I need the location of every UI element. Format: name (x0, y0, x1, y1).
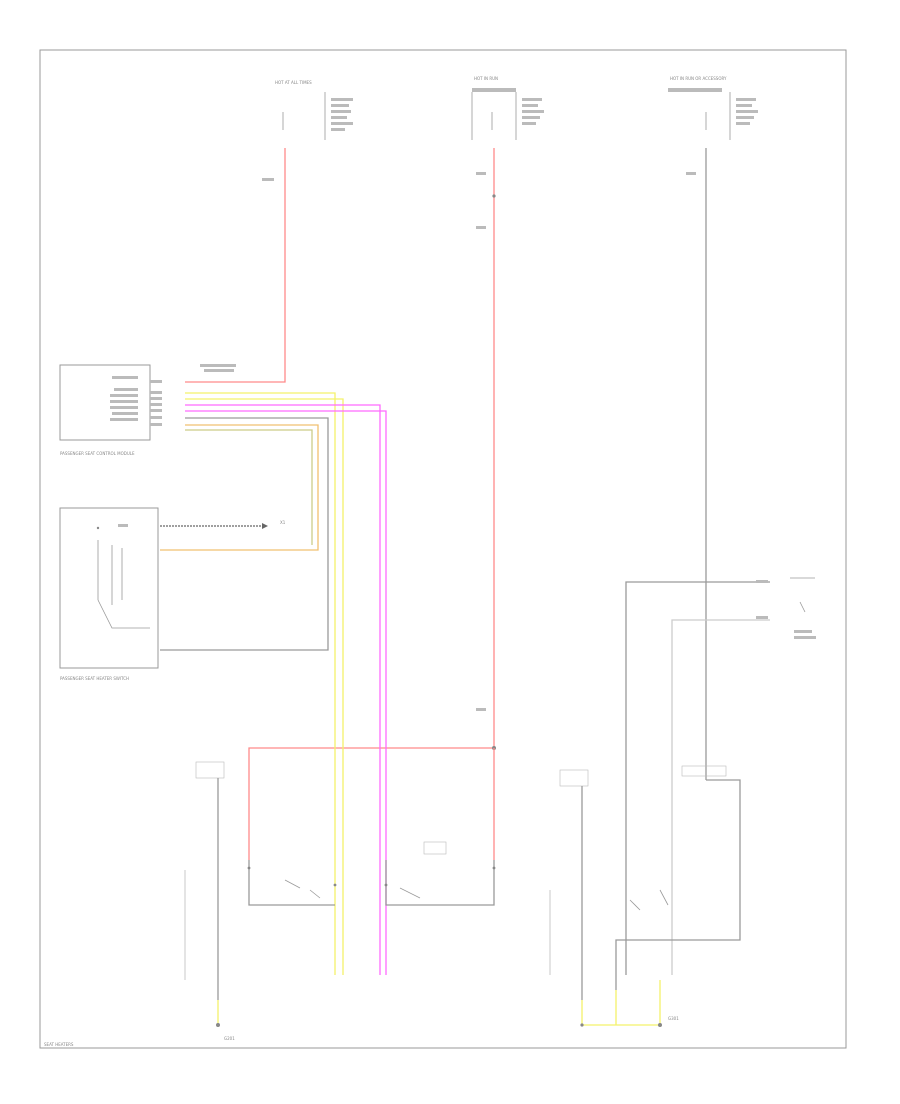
wire-red-branch (248, 747, 494, 860)
wire-pink-2 (185, 410, 387, 975)
power-label-middle: HOT IN RUN (474, 76, 498, 81)
connector-ref: X1 (280, 520, 286, 525)
fuse-left: HOT AT ALL TIMES (275, 80, 353, 140)
middle-seat-heater (384, 841, 496, 906)
seat-control-module: PASSENGER SEAT CONTROL MODULE (59, 364, 236, 456)
wire-yellow-1 (185, 392, 336, 975)
fuse-middle: HOT IN RUN (471, 76, 544, 140)
wire-red-left-feed (185, 148, 286, 383)
diagram-frame (39, 49, 847, 1049)
footer-label: SEAT HEATERS (44, 1042, 74, 1047)
power-label-right: HOT IN RUN OR ACCESSORY (670, 76, 727, 81)
wire-pink-1 (185, 404, 381, 975)
left-seat-heater: G201 (184, 761, 337, 1041)
wire-gray-switch (160, 417, 329, 651)
switch-caption: PASSENGER SEAT HEATER SWITCH (60, 676, 129, 681)
right-seat-heater: G301 (549, 765, 741, 1027)
right-component (625, 577, 816, 975)
fuse-right: HOT IN RUN OR ACCESSORY (668, 76, 758, 140)
seat-heater-switch: PASSENGER SEAT HEATER SWITCH X1 (59, 507, 286, 681)
module-caption: PASSENGER SEAT CONTROL MODULE (60, 451, 135, 456)
power-label-left: HOT AT ALL TIMES (275, 80, 312, 85)
wire-yellow-2 (185, 398, 344, 975)
ground-right: G301 (668, 1016, 679, 1021)
ground-left: G201 (224, 1036, 235, 1041)
wire-orange-switch (160, 424, 319, 551)
